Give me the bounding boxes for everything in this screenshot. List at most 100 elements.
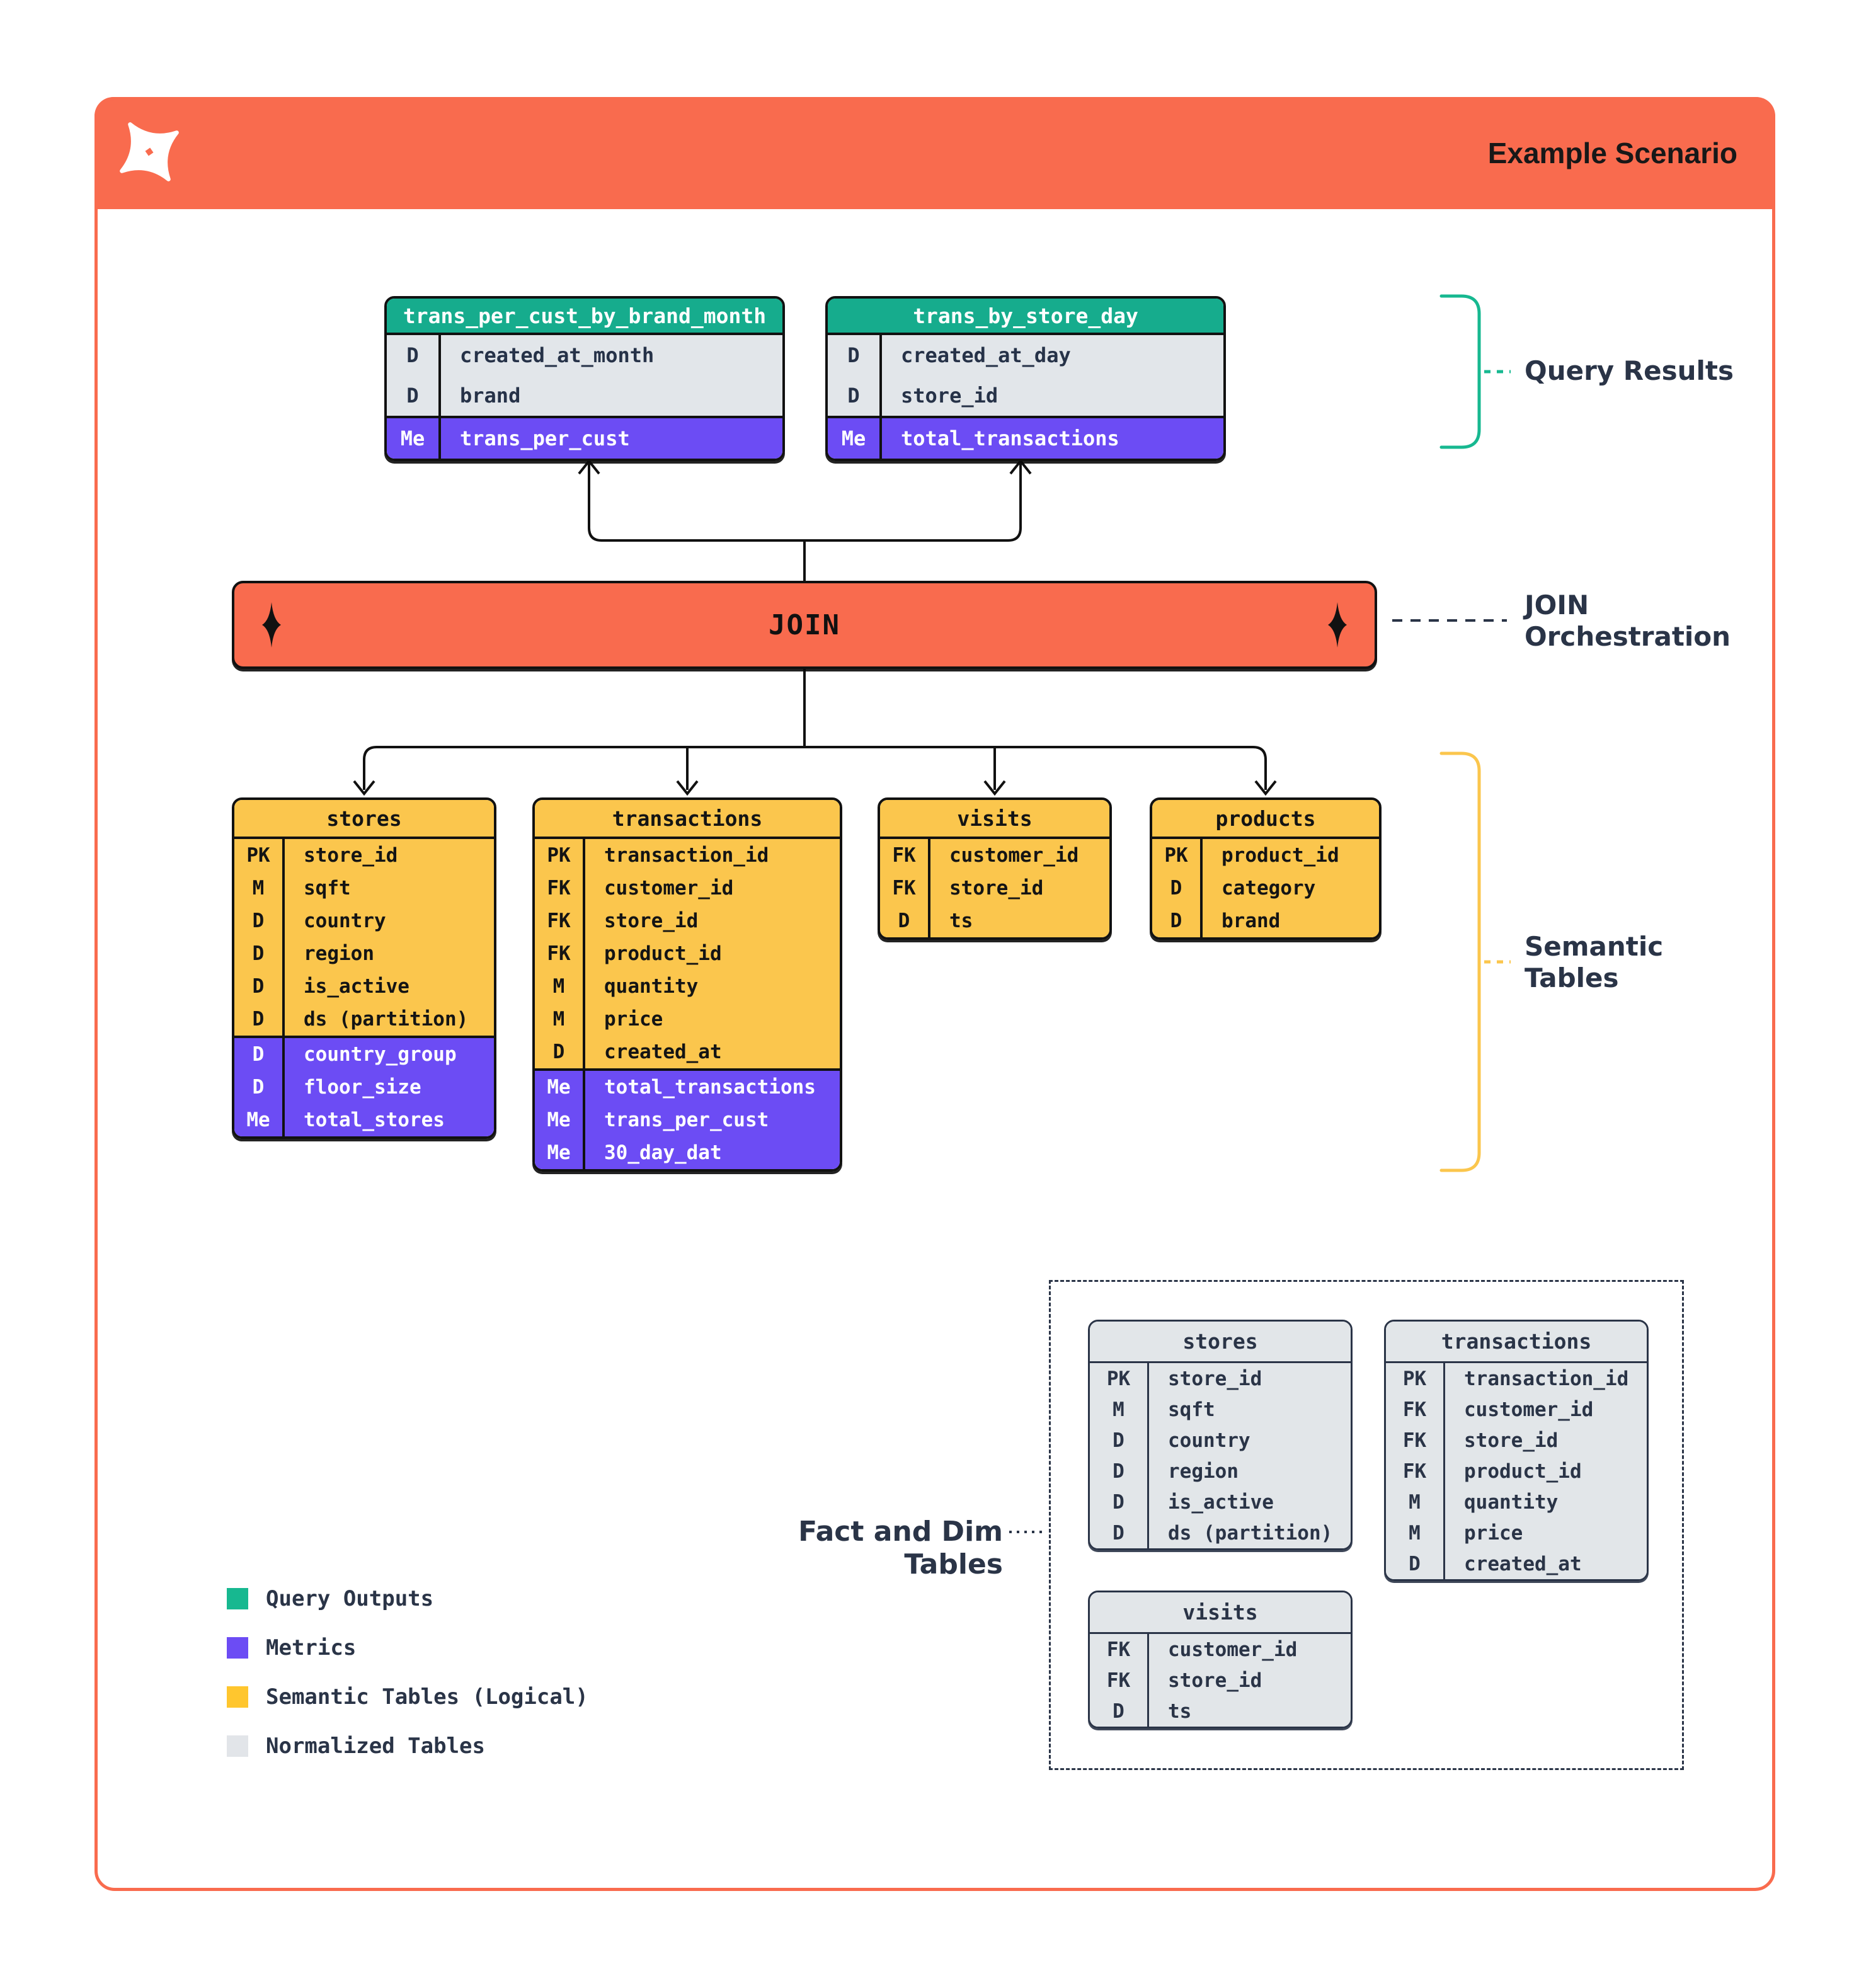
pinwheel-logo-icon: [120, 122, 179, 181]
row-key: PK: [535, 839, 585, 872]
row-label: is_active: [1168, 1490, 1274, 1514]
row-key: M: [535, 970, 585, 1003]
row-label: created_at_month: [460, 343, 655, 367]
semantic-tables-bracket: [1439, 751, 1481, 1172]
row-label: floor_size: [304, 1076, 421, 1099]
row-key: FK: [1090, 1665, 1149, 1696]
legend-swatch-normalized-tables: [227, 1735, 248, 1757]
row-key: D: [880, 905, 930, 937]
row-key: FK: [1090, 1634, 1149, 1665]
row-label: customer_id: [604, 877, 734, 900]
row-key: FK: [880, 839, 930, 872]
row-key: D: [234, 937, 285, 970]
query-results-bracket: [1439, 294, 1481, 449]
row-key: D: [1090, 1517, 1149, 1548]
table-row: FK store_id: [1090, 1665, 1351, 1696]
row-label: ts: [1168, 1700, 1192, 1723]
row-key: Me: [828, 418, 882, 459]
row-key: Me: [387, 418, 441, 459]
page-title: Example Scenario: [1487, 137, 1737, 169]
row-label: store_id: [1168, 1669, 1262, 1692]
row-label: created_at: [604, 1041, 722, 1063]
table-row: FK store_id: [1386, 1425, 1647, 1456]
row-label: quantity: [604, 975, 699, 998]
join-orchestration-label: JOIN Orchestration: [1525, 590, 1731, 652]
row-key: FK: [1386, 1425, 1445, 1456]
row-key: PK: [234, 839, 285, 872]
legend-label: Metrics: [266, 1635, 357, 1660]
table-title: transactions: [1386, 1322, 1647, 1363]
row-key: Me: [535, 1071, 585, 1104]
legend-label: Semantic Tables (Logical): [266, 1684, 588, 1710]
row-key: D: [1090, 1487, 1149, 1517]
row-label: store_id: [1464, 1429, 1559, 1452]
row-key: D: [828, 335, 882, 375]
row-key: M: [535, 1003, 585, 1036]
row-label: region: [304, 942, 374, 965]
row-key: D: [387, 375, 441, 416]
row-key: D: [1152, 872, 1203, 905]
row-key: D: [1090, 1456, 1149, 1487]
row-key: PK: [1090, 1363, 1149, 1394]
sparkle-diamond-icon: [262, 602, 281, 648]
legend-item: Normalized Tables: [227, 1734, 588, 1759]
row-key: FK: [880, 872, 930, 905]
legend-label: Query Outputs: [266, 1586, 434, 1611]
legend-item: Query Outputs: [227, 1586, 588, 1611]
row-key: D: [1090, 1425, 1149, 1456]
row-label: store_id: [901, 384, 998, 408]
row-label: category: [1222, 877, 1316, 900]
table-title: products: [1152, 800, 1379, 839]
fact-dim-region: [1049, 1280, 1684, 1770]
row-label: customer_id: [1464, 1398, 1594, 1421]
row-key: Me: [234, 1104, 285, 1136]
table-row: FK customer_id: [1090, 1634, 1351, 1665]
row-label: store_id: [604, 910, 699, 932]
row-key: D: [1152, 905, 1203, 937]
row-label: country_group: [304, 1043, 457, 1066]
row-label: trans_per_cust: [460, 426, 630, 450]
row-key: D: [234, 970, 285, 1003]
row-key: Me: [535, 1136, 585, 1169]
table-title: trans_per_cust_by_brand_month: [387, 299, 782, 335]
row-label: country: [1168, 1429, 1250, 1452]
row-label: price: [604, 1008, 663, 1031]
row-key: FK: [1386, 1394, 1445, 1425]
row-key: M: [1090, 1394, 1149, 1425]
table-row: FK customer_id: [1386, 1394, 1647, 1425]
row-label: store_id: [304, 844, 398, 867]
row-key: D: [1090, 1696, 1149, 1727]
row-label: 30_day_dat: [604, 1141, 722, 1164]
row-label: quantity: [1464, 1490, 1559, 1514]
row-label: total_stores: [304, 1109, 445, 1131]
row-label: customer_id: [1168, 1638, 1298, 1661]
table-row: Me 30_day_dat: [535, 1136, 840, 1169]
query-results-label: Query Results: [1525, 355, 1734, 386]
